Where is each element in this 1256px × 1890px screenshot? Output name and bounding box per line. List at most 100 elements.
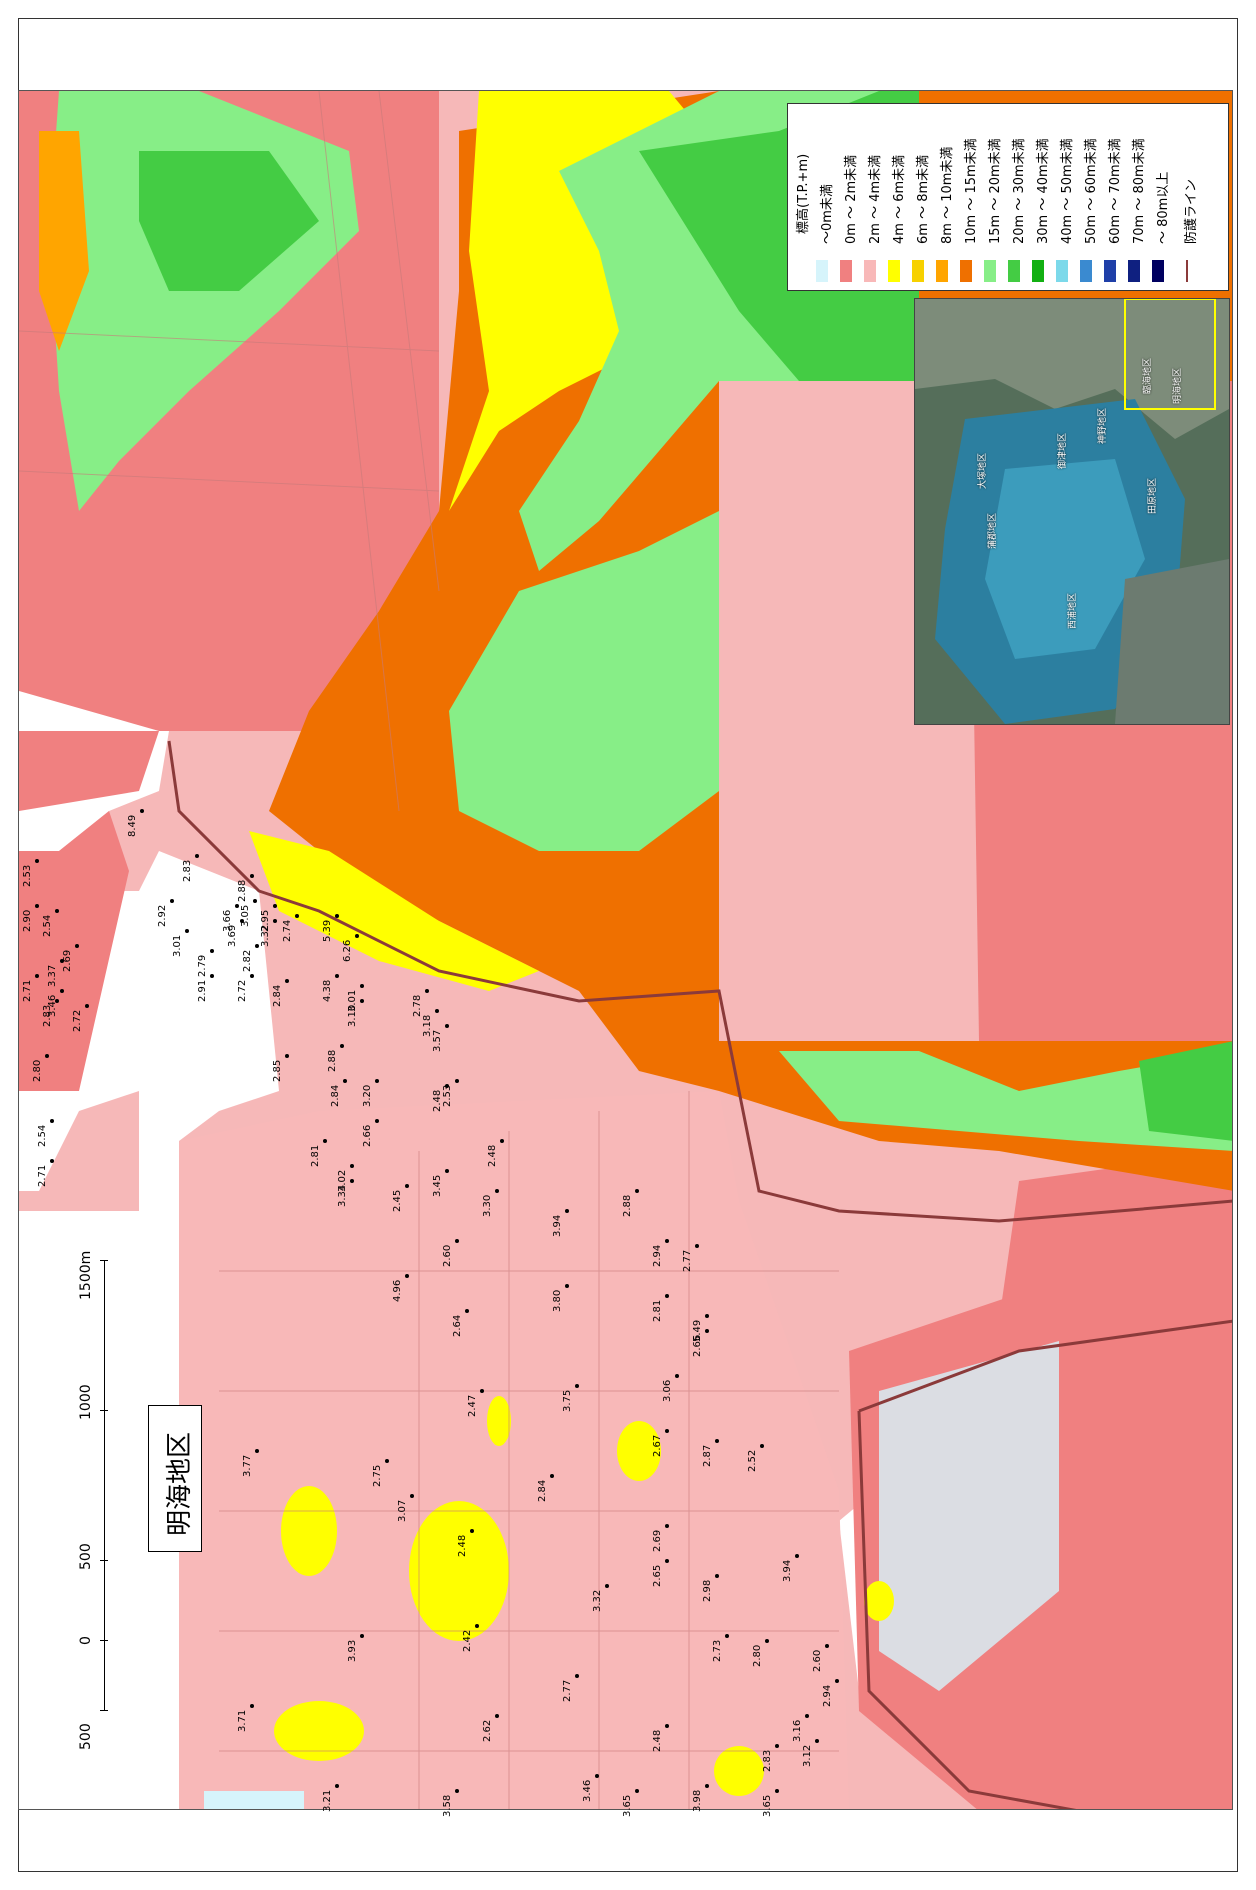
elevation-point-label: 2.87 [702,1444,713,1467]
elevation-point-marker [805,1714,809,1718]
elevation-point-label: 2.65 [652,1564,663,1587]
elevation-point-marker [45,1054,49,1058]
elevation-point-marker [715,1574,719,1578]
elevation-point-label: 2.77 [682,1249,693,1272]
elevation-point-label: 3.69 [227,924,238,947]
elevation-point-marker [335,974,339,978]
legend-item-label: 15m ～ 20m未満 [988,138,1003,244]
elevation-point-label: 2.81 [310,1144,321,1167]
elevation-point-label: 2.52 [747,1449,758,1472]
elevation-point-label: 2.91 [197,979,208,1002]
elevation-point-label: 2.67 [652,1434,663,1457]
elevation-point-label: 2.85 [272,1059,283,1082]
elevation-point-label: 2.53 [22,864,33,887]
elevation-point-label: 4.96 [392,1279,403,1302]
legend-swatch [840,260,852,282]
elevation-point-marker [255,944,259,948]
elevation-point-label: 3.32 [260,924,271,947]
elevation-point-marker [405,1274,409,1278]
elevation-point-marker [140,809,144,813]
elevation-point-marker [565,1209,569,1213]
elevation-point-marker [240,919,244,923]
elevation-point-marker [60,989,64,993]
elevation-point-label: 2.74 [282,919,293,942]
elevation-point-marker [495,1714,499,1718]
scale-label: 1500m [78,1250,94,1300]
elevation-point-marker [470,1529,474,1533]
legend-item-label: ～ 80m以上 [1156,171,1171,244]
elevation-point-label: 2.66 [362,1124,373,1147]
elevation-point-label: 4.38 [322,979,333,1002]
legend-swatch [936,260,948,282]
elevation-point-marker [675,1374,679,1378]
elevation-point-label: 2.83 [762,1749,773,1772]
elevation-point-label: 2.84 [272,984,283,1007]
elevation-point-marker [695,1244,699,1248]
elevation-point-label: 2.82 [242,949,253,972]
elevation-point-marker [35,859,39,863]
elevation-point-label: 3.71 [237,1709,248,1732]
legend-protection-line-label: 防護ライン [1184,178,1199,244]
elevation-map[interactable] [18,90,1233,1810]
elevation-point-label: 3.34 [337,1184,348,1207]
elevation-point-label: 3.46 [582,1779,593,1802]
elevation-point-marker [185,929,189,933]
elevation-point-label: 3.80 [552,1289,563,1312]
elevation-point-marker [425,989,429,993]
elevation-point-label: 2.48 [487,1144,498,1167]
elevation-point-marker [455,1239,459,1243]
elevation-point-label: 2.84 [330,1084,341,1107]
elevation-point-label: 2.54 [42,914,53,937]
elevation-point-marker [375,1119,379,1123]
elevation-point-label: 2.77 [562,1679,573,1702]
elevation-point-label: 3.57 [432,1029,443,1052]
elevation-point-marker [665,1239,669,1243]
legend-item-label: 70m ～ 80m未満 [1132,138,1147,244]
elevation-point-marker [500,1139,504,1143]
inset-district-label: 臨海地区 [1143,357,1153,394]
elevation-point-label: 2.54 [37,1124,48,1147]
elevation-point-marker [35,974,39,978]
elevation-point-label: 3.65 [762,1794,773,1817]
elevation-point-marker [835,1679,839,1683]
elevation-point-marker [455,1079,459,1083]
elevation-point-marker [635,1189,639,1193]
elevation-point-marker [565,1284,569,1288]
elevation-point-label: 3.10 [347,1004,358,1027]
elevation-point-label: 2.83 [182,859,193,882]
elevation-point-label: 2.48 [652,1729,663,1752]
legend-item-label: 20m ～ 30m未満 [1012,138,1027,244]
inset-aerial-map[interactable]: 西浦地区蒲郡地区大塚地区御津地区神野地区田原地区明海地区臨海地区 [914,298,1230,725]
elevation-point-label: 3.77 [242,1454,253,1477]
elevation-point-label: 2.62 [482,1719,493,1742]
elevation-point-label: 2.53 [442,1084,453,1107]
elevation-point-label: 8.49 [127,814,138,837]
elevation-point-marker [355,934,359,938]
legend-swatch [864,260,876,282]
elevation-point-label: 3.21 [322,1789,333,1812]
elevation-point-label: 3.58 [442,1794,453,1817]
legend-swatch [960,260,972,282]
elevation-point-marker [825,1644,829,1648]
inset-district-label: 御津地区 [1058,432,1068,469]
elevation-point-label: 3.37 [47,964,58,987]
legend-swatch [1152,260,1164,282]
elevation-point-marker [250,1704,254,1708]
elevation-point-label: 2.88 [237,879,248,902]
legend-item-label: 8m ～ 10m未満 [940,146,955,244]
legend-item-label: 50m ～ 60m未満 [1084,138,1099,244]
elevation-point-label: 2.60 [812,1649,823,1672]
legend-swatch [816,260,828,282]
elevation-point-label: 2.80 [752,1644,763,1667]
inset-district-label: 明海地区 [1173,367,1183,404]
elevation-point-marker [765,1639,769,1643]
elevation-point-label: 3.93 [347,1639,358,1662]
legend-swatch [1008,260,1020,282]
elevation-point-marker [665,1559,669,1563]
elevation-point-label: 3.45 [432,1174,443,1197]
elevation-point-label: 2.72 [237,979,248,1002]
scale-label: 500 [78,1543,94,1570]
legend-swatch [1104,260,1116,282]
elevation-point-marker [255,1449,259,1453]
elevation-point-marker [445,1169,449,1173]
